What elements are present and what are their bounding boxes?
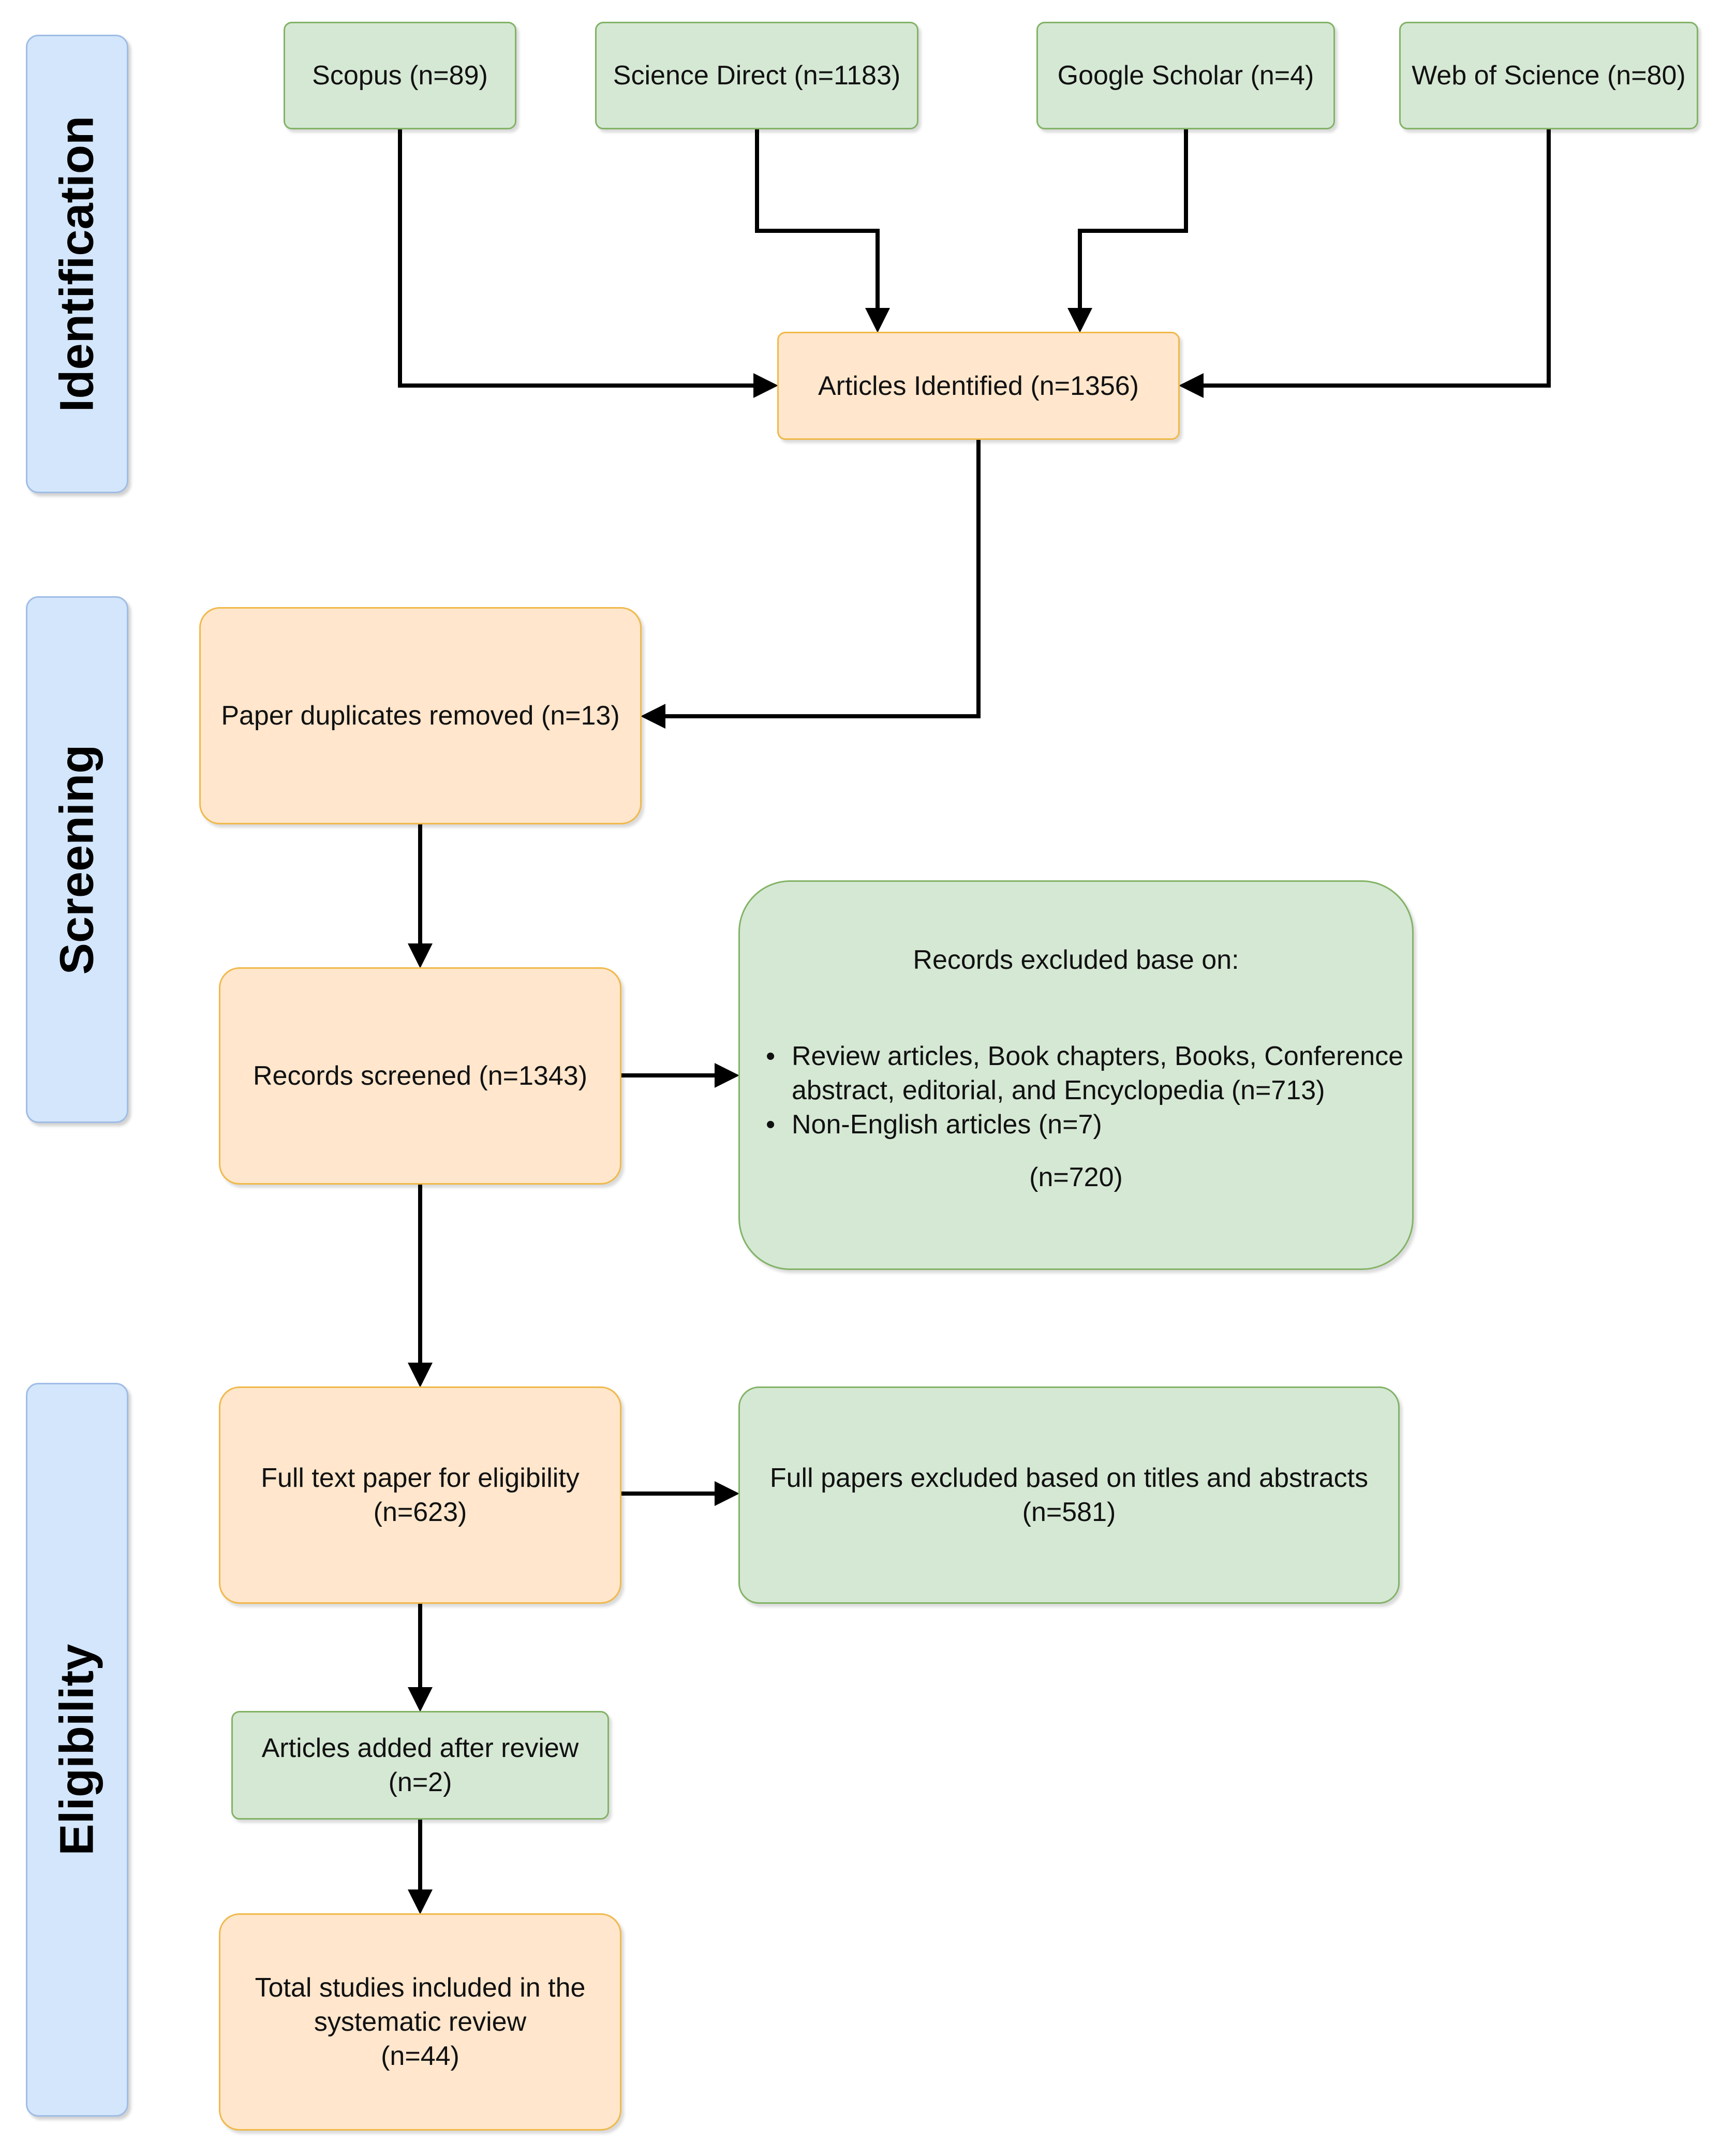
list-item: Review articles, Book chapters, Books, C… [766,1039,1412,1107]
records-excluded-list: Review articles, Book chapters, Books, C… [740,1039,1412,1142]
articles-added-box: Articles added after review (n=2) [231,1711,609,1820]
articles-added-line2: (n=2) [388,1767,452,1797]
phase-identification: Identification [26,35,128,493]
full-text-line1: Full text paper for eligibility [261,1463,580,1493]
source-web-of-science-label: Web of Science (n=80) [1412,61,1686,91]
source-science-direct-label: Science Direct (n=1183) [613,61,901,91]
arrow-googlescholar-to-identified [1067,129,1188,333]
source-scopus-label: Scopus (n=89) [312,61,488,91]
source-web-of-science: Web of Science (n=80) [1399,22,1698,129]
source-google-scholar: Google Scholar (n=4) [1036,22,1335,129]
total-included-line2: systematic review [314,2007,527,2037]
full-text-line2: (n=623) [373,1497,467,1527]
arrow-identified-to-duplicates [641,440,981,729]
full-papers-excluded-line1: Full papers excluded based on titles and… [769,1463,1369,1493]
arrow-scopus-to-identified [398,129,778,398]
articles-identified-box: Articles Identified (n=1356) [777,332,1180,440]
duplicates-removed-box: Paper duplicates removed (n=13) [199,607,642,824]
arrow-sciencedirect-to-identified [755,129,890,333]
source-science-direct: Science Direct (n=1183) [595,22,918,129]
records-excluded-total: (n=720) [1029,1162,1123,1192]
records-screened-box: Records screened (n=1343) [219,967,621,1185]
source-google-scholar-label: Google Scholar (n=4) [1057,61,1314,91]
phase-eligibility: Eligibility [26,1383,128,2117]
articles-added-line1: Articles added after review [261,1733,579,1763]
full-text-eligibility-box: Full text paper for eligibility (n=623) [219,1386,621,1604]
arrow-wos-to-identified [1179,129,1551,398]
total-included-line1: Total studies included in the [255,1973,586,2003]
records-excluded-box: Records excluded base on: Review article… [738,880,1414,1270]
total-included-line3: (n=44) [381,2041,459,2071]
full-papers-excluded-line2: (n=581) [1022,1497,1116,1527]
total-included-box: Total studies included in the systematic… [219,1913,621,2131]
phase-screening: Screening [26,596,128,1123]
articles-identified-label: Articles Identified (n=1356) [818,371,1139,401]
list-item: Non-English articles (n=7) [766,1107,1412,1142]
source-scopus: Scopus (n=89) [284,22,516,129]
records-excluded-heading: Records excluded base on: [913,945,1239,975]
duplicates-removed-label: Paper duplicates removed (n=13) [221,701,620,731]
full-papers-excluded-box: Full papers excluded based on titles and… [738,1386,1400,1604]
records-screened-label: Records screened (n=1343) [253,1061,588,1091]
